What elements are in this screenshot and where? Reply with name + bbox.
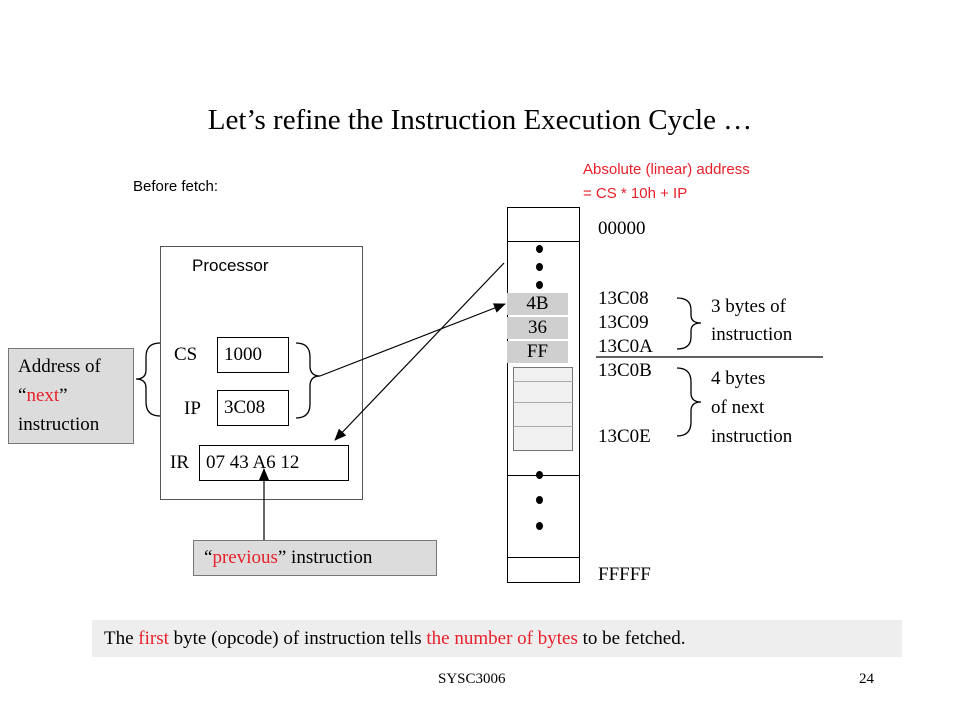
before-fetch-label: Before fetch: — [133, 178, 219, 195]
absolute-address-formula: = CS * 10h + IP — [583, 185, 688, 202]
banner-text-number-of-bytes: the number of bytes — [426, 628, 578, 649]
ir-register-value: 07 43 A6 12 — [199, 445, 349, 481]
ir-register-label: IR — [170, 452, 189, 473]
quote-open: “ — [204, 547, 213, 568]
address-of-next-line3: instruction — [18, 414, 100, 435]
byte-divider — [513, 402, 573, 403]
four-bytes-brace — [676, 367, 702, 437]
footer-course: SYSC3006 — [438, 671, 506, 687]
memory-column — [507, 207, 580, 583]
ip-register-label: IP — [184, 398, 201, 419]
address-00000: 00000 — [598, 218, 646, 239]
three-bytes-note-line2: instruction — [711, 324, 793, 345]
ellipsis-dot — [536, 245, 543, 253]
address-of-next-line1: Address of — [18, 356, 101, 377]
ellipsis-dot — [536, 263, 543, 271]
address-of-next-line2: “next” — [18, 385, 68, 407]
ellipsis-dot — [536, 496, 543, 504]
address-arrow — [319, 303, 506, 377]
address-of-next-callout — [8, 348, 134, 444]
left-brace — [135, 342, 161, 417]
fetch-arrow — [334, 262, 505, 441]
cs-register-value: 1000 — [217, 337, 289, 373]
right-brace — [295, 342, 321, 419]
bottom-note-banner: The first byte (opcode) of instruction t… — [92, 620, 902, 657]
previous-emphasis: previous — [212, 547, 278, 568]
three-bytes-note-line1: 3 bytes of — [711, 296, 786, 317]
ellipsis-dot — [536, 471, 543, 479]
previous-instruction-rest: ” instruction — [277, 547, 373, 568]
slide-title: Let’s refine the Instruction Execution C… — [207, 104, 753, 136]
memory-row-divider — [507, 475, 580, 476]
processor-box — [160, 246, 363, 500]
four-bytes-note-line3: instruction — [711, 426, 793, 447]
address-13c0b: 13C0B — [598, 360, 652, 381]
memory-cell-36: 36 — [507, 317, 568, 339]
address-13c0e: 13C0E — [598, 426, 651, 447]
memory-cell-4b: 4B — [507, 293, 568, 315]
absolute-address-label: Absolute (linear) address — [583, 161, 750, 178]
banner-text-3: byte (opcode) of instruction tells — [168, 628, 427, 649]
byte-divider — [513, 426, 573, 427]
ip-register-value: 3C08 — [217, 390, 289, 426]
address-13c08: 13C08 — [598, 288, 649, 309]
memory-row-divider — [507, 557, 580, 558]
quote-close: ” — [59, 385, 68, 406]
memory-cell-ff: FF — [507, 341, 568, 363]
quote-open: “ — [18, 385, 27, 406]
address-13c0a: 13C0A — [598, 336, 653, 357]
banner-text-5: to be fetched. — [577, 628, 686, 649]
ellipsis-dot — [536, 281, 543, 289]
banner-text-1: The — [104, 628, 139, 649]
three-bytes-brace — [676, 297, 702, 350]
memory-row-divider — [507, 241, 580, 242]
four-bytes-note-line2: of next — [711, 397, 765, 418]
banner-text-first: first — [138, 628, 169, 649]
footer-page-number: 24 — [859, 671, 874, 687]
four-bytes-note-line1: 4 bytes — [711, 368, 766, 389]
address-13c09: 13C09 — [598, 312, 649, 333]
ellipsis-dot — [536, 522, 543, 530]
previous-instruction-callout: “previous” instruction — [193, 540, 437, 576]
cs-register-label: CS — [174, 344, 198, 365]
address-fffff: FFFFF — [598, 564, 651, 585]
byte-divider — [513, 381, 573, 382]
next-emphasis: next — [26, 385, 60, 406]
processor-label: Processor — [192, 256, 269, 275]
